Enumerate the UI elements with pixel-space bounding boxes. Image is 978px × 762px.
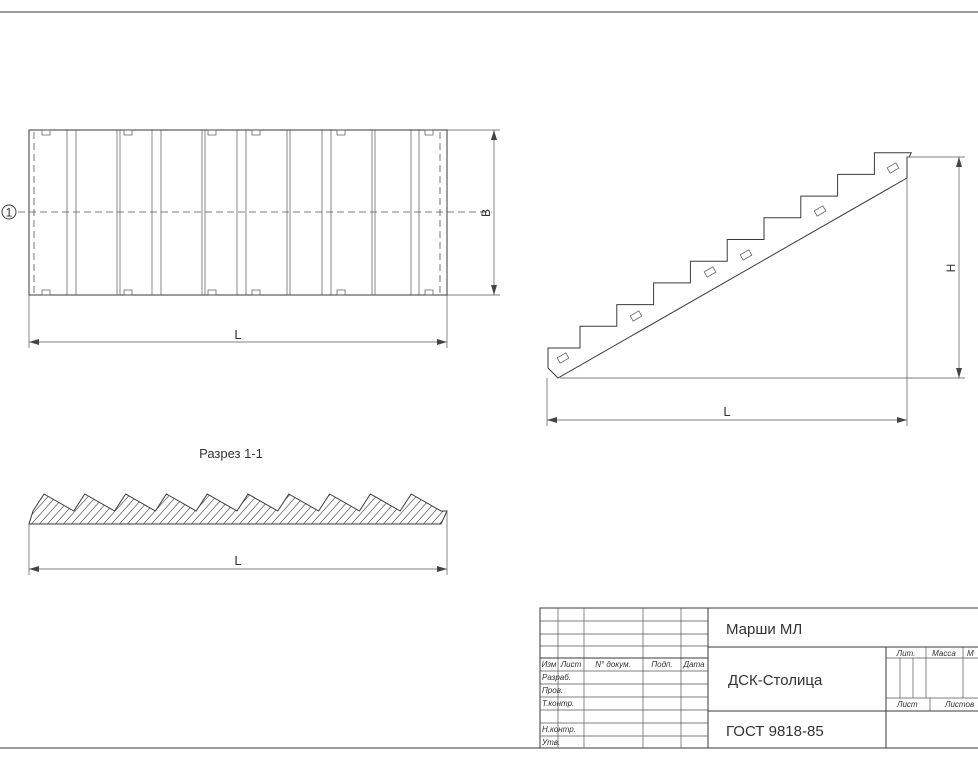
tb-role-utv: Утв. xyxy=(541,738,560,747)
section-hatch-line xyxy=(417,494,447,524)
title-block-rows xyxy=(540,620,708,737)
side-h-label: H xyxy=(944,264,958,273)
side-l-label: L xyxy=(723,404,730,419)
tb-sheet-label: Лист xyxy=(896,700,918,709)
plan-outline xyxy=(28,129,448,296)
tb-role-razrab: Разраб. xyxy=(542,673,571,682)
plan-loop-top xyxy=(41,129,51,136)
side-profile xyxy=(547,152,912,379)
side-l-arrow-right xyxy=(897,417,907,423)
section-hatch-line xyxy=(433,494,447,524)
tb-standard: ГОСТ 9818-85 xyxy=(726,723,824,740)
section-hatch-line xyxy=(466,490,502,530)
side-lifting-hole xyxy=(629,310,643,322)
tb-hdr-izm: Изм xyxy=(542,660,557,669)
tb-mass-label: Масса xyxy=(932,649,956,658)
sec-l-label: L xyxy=(234,553,241,568)
side-lifting-hole xyxy=(813,205,827,217)
side-lifting-hole xyxy=(739,249,753,261)
section-hatch-line xyxy=(57,494,95,524)
tb-hdr-sign: Подп. xyxy=(651,660,672,669)
plan-loop-bottom xyxy=(123,289,133,296)
tb-organization: ДСК-Столица xyxy=(728,672,823,689)
section-callout-circle xyxy=(1,204,17,220)
plan-ribs xyxy=(41,129,434,296)
plan-b-arrow-top xyxy=(491,130,497,140)
section-view: Разрез 1-1 L xyxy=(28,446,502,575)
sec-l-arrow-left xyxy=(29,566,39,572)
tb-role-prov: Пров. xyxy=(542,686,563,695)
section-hatch-line xyxy=(458,490,494,530)
plan-b-arrow-bottom xyxy=(491,285,497,295)
tb-hdr-doc: N° докум. xyxy=(595,660,631,669)
side-lifting-hole xyxy=(556,352,570,364)
tb-drawing-name: Марши МЛ xyxy=(726,621,802,638)
title-block-frame xyxy=(539,607,978,749)
side-h-arrow-bottom xyxy=(956,368,962,378)
section-title: Разрез 1-1 xyxy=(199,446,263,461)
plan-l-arrow-right xyxy=(437,339,447,345)
tb-lit-label: Лит. xyxy=(896,649,916,658)
sec-l-arrow-right xyxy=(437,566,447,572)
title-block: Изм Лист N° докум. Подп. Дата Разраб. Пр… xyxy=(539,607,978,749)
plan-loop-bottom xyxy=(207,289,217,296)
plan-loop-top xyxy=(251,129,261,136)
plan-l-label: L xyxy=(234,327,241,342)
section-callout-label: 1 xyxy=(6,206,13,220)
side-lifting-hole xyxy=(703,266,717,278)
side-h-arrow-top xyxy=(956,157,962,167)
plan-loop-top xyxy=(207,129,217,136)
section-profile xyxy=(28,493,448,525)
plan-loop-bottom xyxy=(251,289,261,296)
tb-role-tkontr: Т.контр. xyxy=(542,699,574,708)
plan-view: 1 B L xyxy=(1,129,500,348)
section-hatch-line xyxy=(441,494,447,524)
plan-loop-top xyxy=(424,129,434,136)
plan-loop-bottom xyxy=(336,289,346,296)
tb-hdr-list: Лист xyxy=(560,660,582,669)
plan-loop-bottom xyxy=(41,289,51,296)
plan-loop-top xyxy=(336,129,346,136)
side-l-arrow-left xyxy=(547,417,557,423)
plan-l-arrow-left xyxy=(29,339,39,345)
plan-b-label: B xyxy=(479,209,493,217)
plan-loop-top xyxy=(123,129,133,136)
side-lifting-hole xyxy=(886,162,900,174)
tb-role-nkontr: Н.контр. xyxy=(542,725,576,734)
section-hatch-line xyxy=(450,490,486,530)
tb-sheets-label: Листов xyxy=(944,700,974,709)
side-view: H L xyxy=(546,152,965,426)
tb-hdr-date: Дата xyxy=(682,660,705,669)
section-hatch-line xyxy=(97,494,135,524)
side-lifting-holes xyxy=(556,162,900,364)
plan-loop-bottom xyxy=(424,289,434,296)
tb-scale-label: М xyxy=(967,649,974,658)
